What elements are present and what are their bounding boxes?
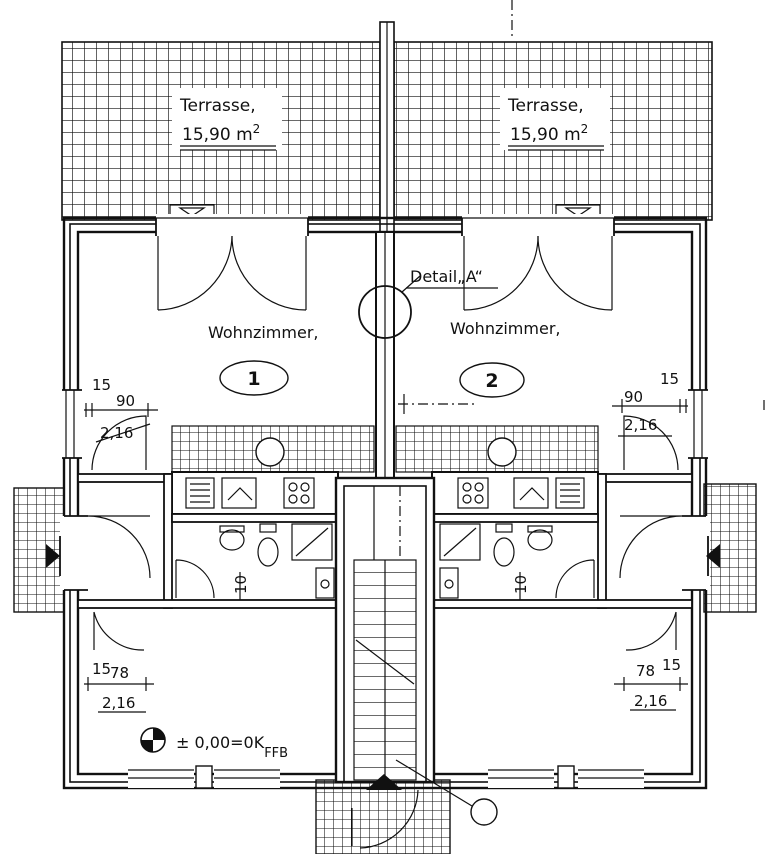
svg-text:78: 78 (110, 664, 129, 682)
entrance-left-pad (13, 487, 65, 613)
terrace-right-label-bg (500, 88, 610, 150)
kitchen-counter-left (171, 471, 339, 515)
terrace-right-area-text: 15,90 m2 (510, 122, 588, 145)
hall-door-left (91, 415, 147, 471)
svg-text:90: 90 (116, 392, 135, 410)
dimension-right-door: 15 90 2,16 (612, 370, 688, 437)
terrace-left-area-text: 15,90 m2 (182, 122, 260, 145)
detail-a-label: Detail„A“ (410, 267, 483, 286)
door-opening-left-terrace (156, 214, 308, 236)
unit-number-left: 1 (247, 368, 260, 390)
svg-text:2,16: 2,16 (624, 416, 657, 434)
dimension-right-lower-door: 15 78 2,16 (614, 656, 688, 711)
arrow-left-entry-icon (46, 544, 60, 568)
bathroom-left (175, 523, 335, 599)
unit-number-right: 2 (485, 370, 498, 392)
svg-text:90: 90 (624, 388, 643, 406)
door-opening-right-terrace (462, 214, 614, 236)
terrace-left-label-bg (172, 88, 282, 150)
level-marker-icon (140, 727, 166, 753)
windows-right-wall (688, 389, 708, 459)
door-swing-right-terrace (463, 235, 613, 311)
bath-left-dim: 10 (232, 575, 250, 594)
table-left (255, 437, 285, 467)
stairwell (334, 476, 436, 784)
party-wall (375, 231, 395, 479)
unit-badge-right (459, 362, 525, 398)
svg-text:15: 15 (660, 370, 679, 388)
windows-left-wall (62, 389, 82, 459)
svg-text:15: 15 (92, 376, 111, 394)
room-label-living-left: Wohnzimmer, (208, 323, 318, 342)
bath-right-dim: 10 (512, 575, 530, 594)
svg-text:2,16: 2,16 (634, 692, 667, 710)
entrance-door-left (60, 516, 86, 590)
terrace-right-name: Terrasse, (507, 96, 584, 116)
entrance-front-pad (315, 779, 451, 854)
dimension-left-door: 15 90 2,16 (84, 376, 158, 443)
entrance-right-pad (703, 483, 757, 613)
svg-text:78: 78 (636, 662, 655, 680)
kitchen-counter-right (431, 471, 599, 515)
svg-text:15: 15 (92, 660, 111, 678)
level-text: ± 0,00=0KFFB (176, 733, 288, 761)
bottom-windows (128, 765, 644, 789)
column-marker (470, 798, 498, 826)
room-door-right (625, 611, 677, 651)
svg-text:15: 15 (662, 656, 681, 674)
arrow-front-entry-icon (366, 774, 402, 790)
bathroom-right (439, 523, 595, 599)
table-right (487, 437, 517, 467)
hall-door-right (623, 415, 679, 471)
terrace-left-name: Terrasse, (179, 96, 256, 116)
detail-a-marker (358, 285, 412, 339)
arrow-right-entry-icon (706, 544, 720, 568)
room-label-living-right: Wohnzimmer, (450, 319, 560, 338)
unit-badge-left (219, 360, 289, 396)
entrance-door-right (684, 516, 710, 590)
door-swing-left-terrace (157, 235, 307, 311)
dimension-left-lower-door: 15 78 2,16 (84, 660, 154, 713)
room-door-left (93, 611, 145, 651)
svg-text:2,16: 2,16 (102, 694, 135, 712)
